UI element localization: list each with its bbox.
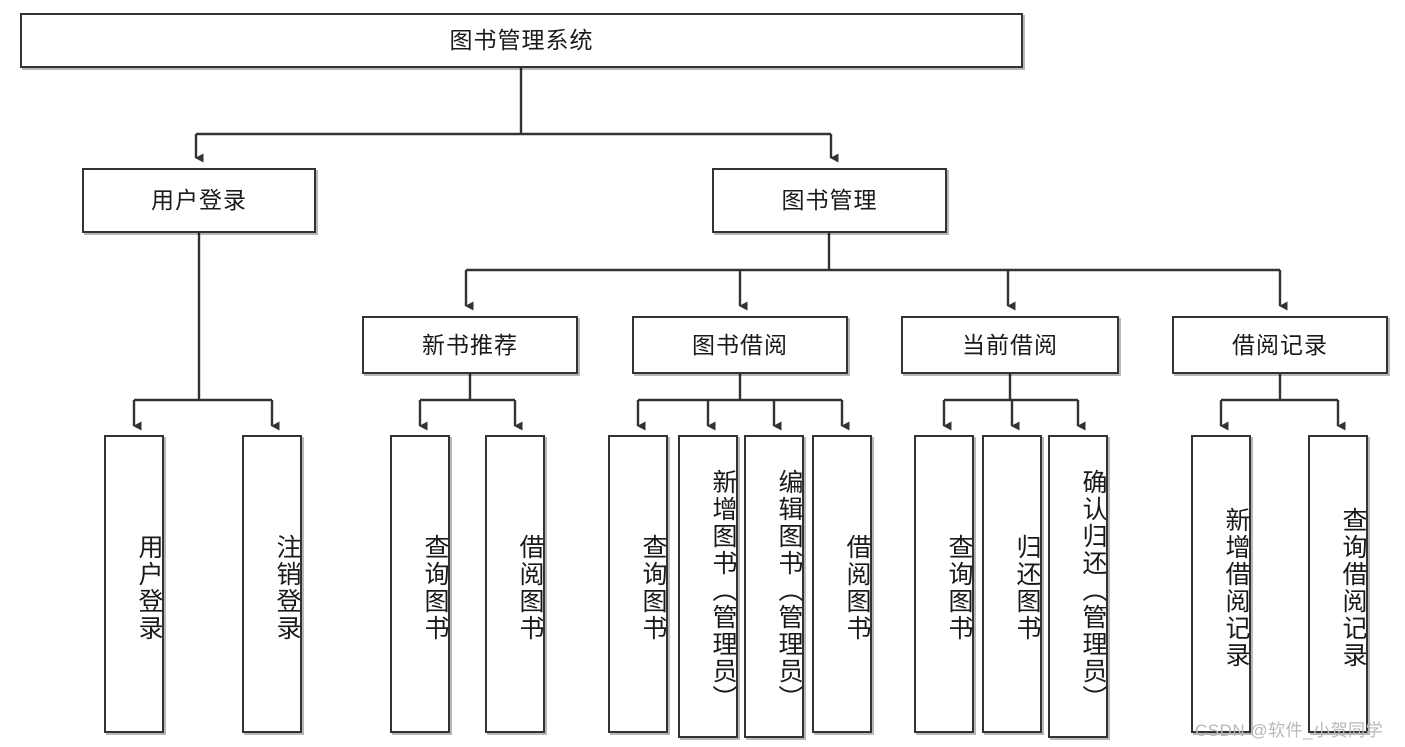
node-leaf-confirm-return[interactable]: 确认归还（管理员） <box>1048 435 1108 738</box>
node-leaf-borrow-book-b[interactable]: 借阅图书 <box>812 435 872 733</box>
node-leaf-add-book[interactable]: 新增图书（管理员） <box>678 435 738 738</box>
node-leaf-query-book-b-label: 查询图书 <box>639 534 667 642</box>
node-leaf-query-book-rec-label: 查询图书 <box>421 534 449 642</box>
node-leaf-logout-label: 注销登录 <box>273 534 301 642</box>
node-leaf-user-login-label: 用户登录 <box>135 534 163 642</box>
node-current-borrow[interactable]: 当前借阅 <box>901 316 1119 374</box>
node-root-label: 图书管理系统 <box>449 27 594 54</box>
node-leaf-add-record-label: 新增借阅记录 <box>1222 507 1250 669</box>
node-leaf-query-record[interactable]: 查询借阅记录 <box>1308 435 1368 733</box>
node-book-manage-label: 图书管理 <box>781 187 878 214</box>
node-leaf-query-book-rec[interactable]: 查询图书 <box>390 435 450 733</box>
node-leaf-edit-book[interactable]: 编辑图书（管理员） <box>744 435 804 738</box>
node-user-login-label: 用户登录 <box>151 187 247 214</box>
node-leaf-confirm-return-label: 确认归还（管理员） <box>1079 469 1107 712</box>
node-leaf-user-login[interactable]: 用户登录 <box>104 435 164 733</box>
node-new-book-rec[interactable]: 新书推荐 <box>362 316 578 374</box>
node-current-borrow-label: 当前借阅 <box>962 331 1058 358</box>
node-leaf-query-book-c-label: 查询图书 <box>945 534 973 642</box>
node-book-borrow[interactable]: 图书借阅 <box>632 316 848 374</box>
node-leaf-borrow-book-rec[interactable]: 借阅图书 <box>485 435 545 733</box>
node-leaf-query-book-c[interactable]: 查询图书 <box>914 435 974 733</box>
node-leaf-query-record-label: 查询借阅记录 <box>1339 507 1367 669</box>
node-leaf-return-book[interactable]: 归还图书 <box>982 435 1042 733</box>
node-leaf-edit-book-label: 编辑图书（管理员） <box>775 469 803 712</box>
node-user-login[interactable]: 用户登录 <box>82 168 316 233</box>
node-leaf-return-book-label: 归还图书 <box>1013 534 1041 642</box>
node-leaf-add-book-label: 新增图书（管理员） <box>709 469 737 712</box>
node-book-borrow-label: 图书借阅 <box>692 331 788 358</box>
node-book-manage[interactable]: 图书管理 <box>712 168 947 233</box>
node-root[interactable]: 图书管理系统 <box>20 13 1023 68</box>
node-new-book-rec-label: 新书推荐 <box>422 331 518 358</box>
node-leaf-add-record[interactable]: 新增借阅记录 <box>1191 435 1251 733</box>
node-borrow-record-label: 借阅记录 <box>1232 331 1328 358</box>
node-borrow-record[interactable]: 借阅记录 <box>1172 316 1388 374</box>
node-leaf-borrow-book-b-label: 借阅图书 <box>843 534 871 642</box>
node-leaf-borrow-book-rec-label: 借阅图书 <box>516 534 544 642</box>
node-leaf-logout[interactable]: 注销登录 <box>242 435 302 733</box>
node-leaf-query-book-b[interactable]: 查询图书 <box>608 435 668 733</box>
